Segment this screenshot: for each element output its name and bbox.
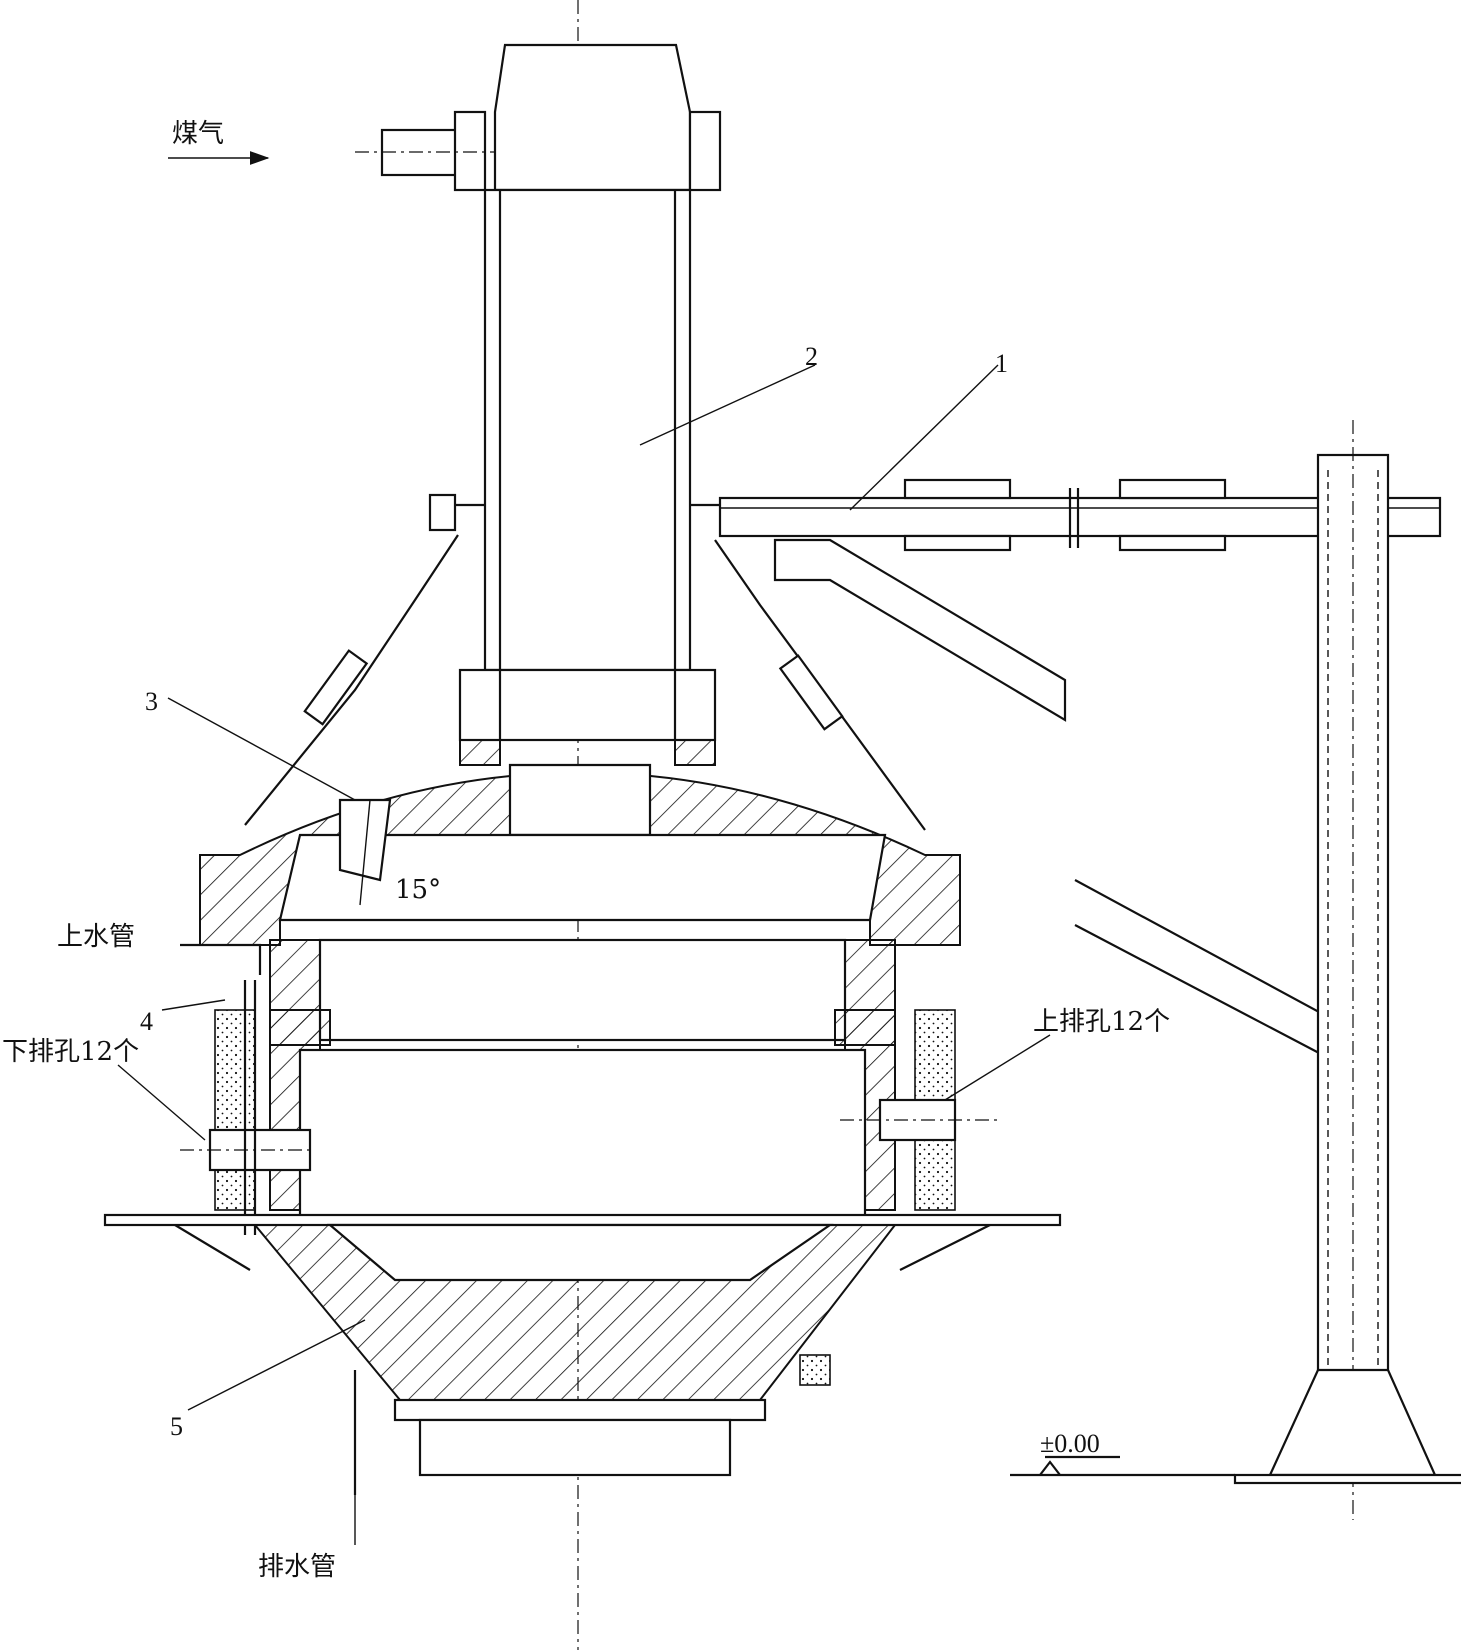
gas-inlet-pipe <box>355 110 520 192</box>
callout-1: 1 <box>995 349 1008 378</box>
hearth-cone <box>103 1213 1062 1495</box>
elevation-label: ±0.00 <box>1040 1429 1100 1458</box>
burner-column <box>458 43 722 766</box>
drain-pipe-label: 排水管 <box>258 1552 336 1582</box>
upper-water-pipe-label: 上水管 <box>57 922 135 952</box>
callout-4: 4 <box>140 1007 153 1036</box>
furnace-body <box>180 938 1000 1235</box>
callout-2: 2 <box>805 342 818 371</box>
suspension-rods <box>244 534 926 831</box>
callout-5: 5 <box>170 1412 183 1441</box>
dome-roof <box>199 763 961 946</box>
callout-3: 3 <box>145 687 158 716</box>
support-column <box>1233 420 1461 1520</box>
angle-label: 15° <box>395 875 441 905</box>
gas-label: 煤气 <box>172 119 224 149</box>
lower-holes-label: 下排孔12个 <box>2 1037 139 1067</box>
elevation-mark <box>1010 1455 1235 1477</box>
upper-holes-label: 上排孔12个 <box>1033 1007 1170 1037</box>
leader-lines <box>117 364 1051 1545</box>
